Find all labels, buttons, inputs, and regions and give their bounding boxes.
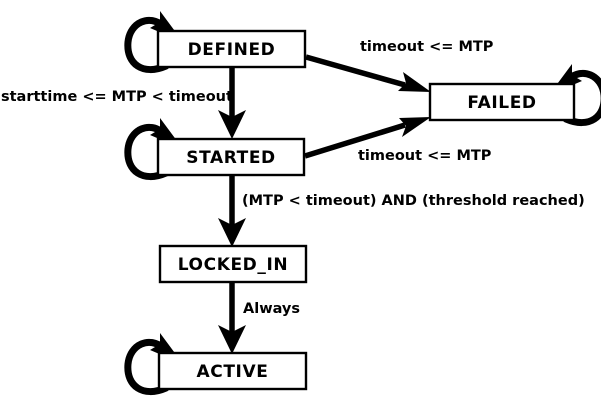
edge-defined-to-failed: [305, 54, 431, 92]
edge-started-to-locked-in: [218, 174, 246, 247]
edge-started-self-loop-path: [124, 124, 170, 181]
edge-label-starttime-window: starttime <= MTP < timeout: [1, 89, 233, 105]
edge-started-to-failed: [304, 117, 431, 159]
edge-defined-to-started-arrowhead: [218, 110, 246, 139]
state-node-defined[interactable]: DEFINED: [156, 29, 307, 69]
state-node-locked-in[interactable]: LOCKED_IN: [158, 244, 308, 284]
edge-started-to-failed-line: [304, 122, 406, 159]
edge-label-timeout-defined: timeout <= MTP: [360, 39, 494, 55]
state-box-failed[interactable]: [428, 82, 576, 122]
state-label-active: ACTIVE: [197, 362, 269, 382]
state-box-defined[interactable]: [156, 29, 307, 69]
state-label-failed: FAILED: [467, 93, 536, 113]
edge-defined-to-started: [218, 67, 246, 139]
edge-started-to-locked-in-arrowhead: [218, 218, 246, 247]
edge-label-threshold-reached: (MTP < timeout) AND (threshold reached): [242, 193, 585, 209]
edge-failed-self-loop-path: [562, 70, 601, 127]
state-box-active[interactable]: [157, 351, 308, 391]
edge-label-timeout-started: timeout <= MTP: [358, 148, 492, 164]
state-box-locked-in[interactable]: [158, 244, 308, 284]
edge-label-always: Always: [243, 301, 300, 317]
state-node-started[interactable]: STARTED: [156, 137, 306, 177]
edge-active-self-loop-path: [124, 339, 170, 396]
state-node-failed[interactable]: FAILED: [428, 82, 576, 122]
edge-defined-to-failed-line: [305, 54, 406, 88]
edge-defined-to-failed-arrowhead: [398, 72, 431, 92]
state-box-started[interactable]: [156, 137, 306, 177]
edge-defined-self-loop-path: [124, 17, 170, 74]
edge-locked-in-to-active-arrowhead: [218, 325, 246, 354]
edge-started-to-failed-arrowhead: [399, 117, 431, 137]
state-label-defined: DEFINED: [188, 40, 276, 60]
state-label-locked-in: LOCKED_IN: [178, 255, 289, 275]
state-node-active[interactable]: ACTIVE: [157, 351, 308, 391]
state-label-started: STARTED: [186, 148, 276, 168]
edge-locked-in-to-active: [218, 281, 246, 354]
